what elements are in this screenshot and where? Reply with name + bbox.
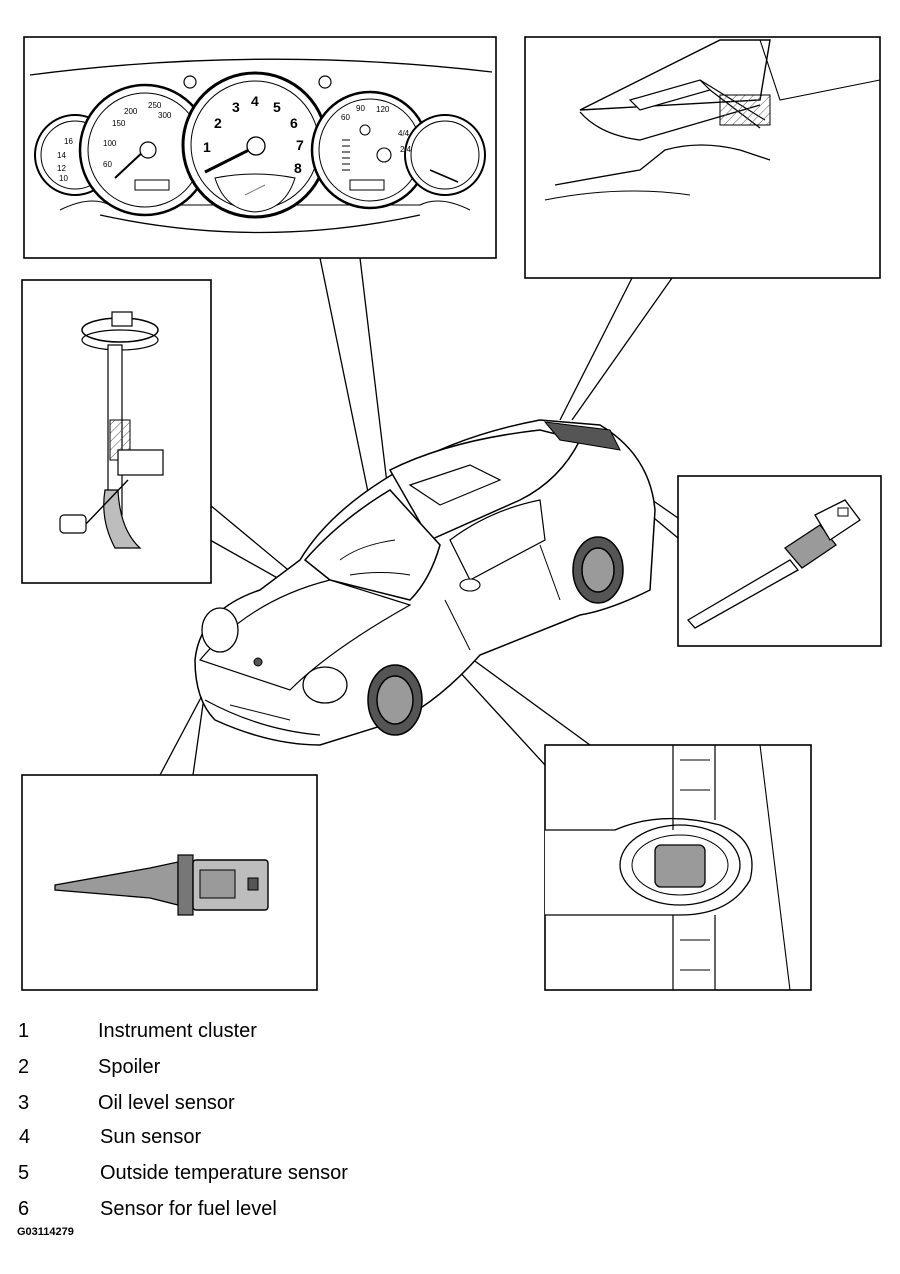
speedo-tick: 60: [103, 160, 112, 169]
legend-number: 3: [18, 1092, 30, 1114]
oil-level-sensor-panel: [677, 475, 882, 647]
legend-number: 6: [18, 1198, 30, 1220]
fuel-gauge-tick: 2/4: [400, 145, 412, 154]
tacho-tick: 1: [203, 139, 211, 155]
temp-tick: 90: [356, 104, 365, 113]
sun-sensor-panel: [544, 744, 812, 991]
left-gauge-tick: 16: [64, 137, 73, 146]
car-illustration: [194, 419, 656, 746]
fuel-level-sensor-panel: [21, 279, 212, 584]
tacho-tick: 5: [273, 99, 281, 115]
speedo-tick: 300: [158, 111, 172, 120]
speedo-tick: 200: [124, 107, 138, 116]
component-location-diagram: 16 14 12 10 60 100 150 200 250 300 1 2 3…: [21, 36, 882, 991]
legend-number: 4: [19, 1126, 31, 1148]
indicator-light-icon: [183, 75, 197, 89]
spoiler-panel: [524, 36, 881, 279]
diagram-stage: 16 14 12 10 60 100 150 200 250 300 1 2 3…: [21, 36, 882, 991]
emblem-icon: [253, 657, 263, 667]
left-gauge-tick: 12: [57, 164, 66, 173]
temp-tick: 60: [341, 113, 350, 122]
figure-id: G03114279: [17, 1226, 74, 1238]
tacho-tick: 6: [290, 115, 298, 131]
outside-temperature-sensor-panel: [21, 774, 318, 991]
left-gauge-tick: 14: [57, 151, 66, 160]
speedometer-gauge: 60 100 150 200 250 300: [78, 83, 212, 217]
tacho-tick: 3: [232, 99, 240, 115]
fuel-gauge-tick: 4/4: [398, 129, 410, 138]
legend-label: Outside temperature sensor: [100, 1162, 348, 1184]
legend-label: Spoiler: [98, 1056, 161, 1078]
speedo-tick: 250: [148, 101, 162, 110]
legend-label: Sun sensor: [100, 1126, 202, 1148]
legend-number: 1: [18, 1020, 30, 1042]
legend-label: Instrument cluster: [98, 1020, 257, 1042]
legend-label: Sensor for fuel level: [100, 1198, 277, 1220]
speedo-tick: 150: [112, 119, 126, 128]
fuel-gauge: 4/4 2/4: [398, 114, 486, 196]
tacho-tick: 2: [214, 115, 222, 131]
speedo-tick: 100: [103, 139, 117, 148]
legend-number: 5: [18, 1162, 30, 1184]
legend-label: Oil level sensor: [98, 1092, 235, 1114]
tacho-tick: 4: [251, 93, 259, 109]
tacho-tick: 7: [296, 137, 304, 153]
left-gauge-tick: 10: [59, 174, 68, 183]
tacho-tick: 8: [294, 160, 302, 176]
legend-number: 2: [18, 1056, 30, 1078]
temp-tick: 120: [376, 105, 390, 114]
indicator-light-icon: [318, 75, 332, 89]
tachometer-gauge: 1 2 3 4 5 6 7 8: [181, 71, 329, 219]
instrument-cluster-panel: 16 14 12 10 60 100 150 200 250 300 1 2 3…: [23, 36, 497, 259]
